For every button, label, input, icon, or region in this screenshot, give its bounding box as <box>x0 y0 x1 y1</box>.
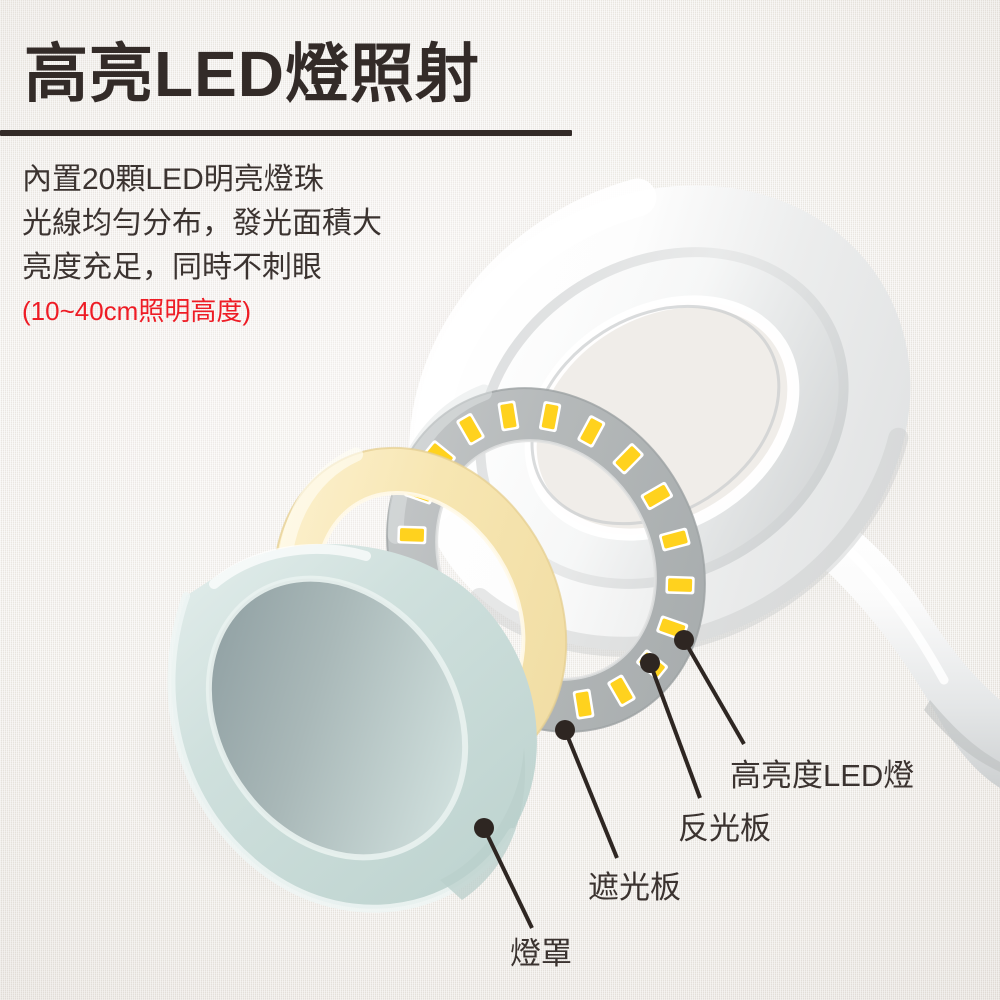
led-chip <box>665 575 695 595</box>
leader-line-led <box>682 639 746 745</box>
description-block: 內置20顆LED明亮燈珠 光線均勻分布，發光面積大 亮度充足，同時不刺眼 (10… <box>22 158 542 332</box>
lampshade-ring <box>167 543 537 913</box>
lamp-arm-group <box>815 518 1000 788</box>
callout-dot-reflector <box>640 653 660 673</box>
led-chip <box>497 400 520 432</box>
callout-label-led-board: 高亮度LED燈 <box>730 758 915 793</box>
led-chip <box>397 525 427 545</box>
led-chip <box>612 443 644 475</box>
description-line-3: 亮度充足，同時不刺眼 <box>22 251 322 284</box>
led-chip <box>572 688 595 720</box>
led-chip <box>456 413 485 446</box>
leader-line-reflector <box>648 662 702 799</box>
callout-label-lampshade: 燈罩 <box>510 936 572 971</box>
description-line-1: 內置20顆LED明亮燈珠 <box>22 163 324 196</box>
led-chip <box>607 674 636 707</box>
led-chip <box>538 401 562 433</box>
title-divider <box>0 130 572 136</box>
led-chip <box>659 527 691 552</box>
leader-line-diffuser <box>563 729 619 859</box>
description-line-2: 光線均勻分布，發光面積大 <box>22 207 382 240</box>
led-chip <box>577 415 606 448</box>
callout-dot-lampshade <box>474 818 494 838</box>
callout-dot-diffuser <box>555 720 575 740</box>
leader-line-lampshade <box>482 827 534 929</box>
page-title: 高亮LED燈照射 <box>24 38 480 110</box>
description-note: (10~40cm照明高度) <box>22 296 251 326</box>
callout-dot-led <box>674 630 694 650</box>
callout-label-reflector: 反光板 <box>678 811 771 846</box>
callout-leaders <box>474 630 746 929</box>
callout-label-diffuser: 遮光板 <box>588 870 681 905</box>
led-chip <box>640 481 673 511</box>
lamp-head-housing <box>409 178 911 657</box>
